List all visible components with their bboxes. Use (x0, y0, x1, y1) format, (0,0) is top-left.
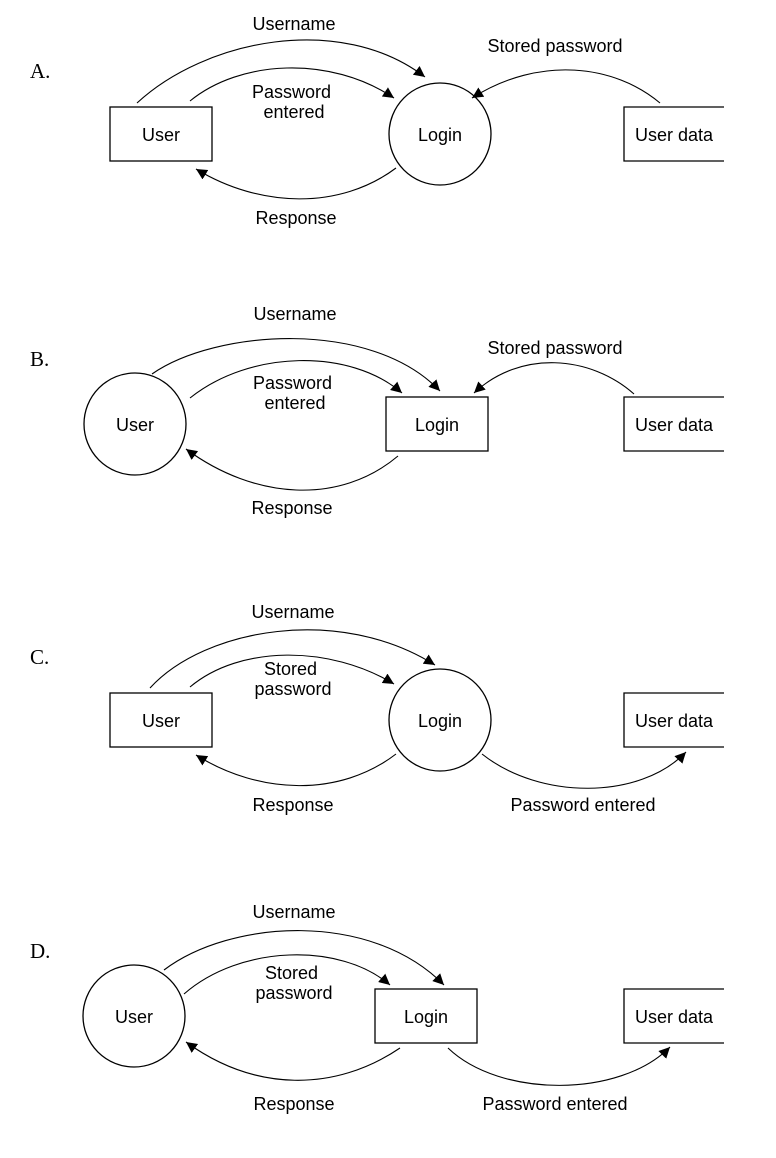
option-c-store-arrow (481, 751, 687, 789)
option-c: C. User Login User data Username Stored … (30, 602, 724, 815)
option-c-username-arrow (149, 629, 436, 689)
option-b-inner-arrow (189, 360, 403, 399)
option-d-username-text: Username (252, 902, 335, 922)
option-b-response-text: Response (251, 498, 332, 518)
option-a-label: A. (30, 59, 50, 83)
option-d-store-text: User data (635, 1007, 714, 1027)
option-b-store-text: User data (635, 415, 714, 435)
option-c-inner-line-1: Stored (264, 659, 317, 679)
option-d-response-arrow (185, 1041, 401, 1081)
option-c-store-node (623, 692, 724, 748)
option-a-inner-line-2: entered (263, 102, 324, 122)
option-d-inner-arrow (183, 954, 391, 995)
option-b-inner-line-2: entered (264, 393, 325, 413)
option-c-inner-line-2: password (254, 679, 331, 699)
option-d-username-arrow (163, 930, 445, 986)
option-a-username-arrow (136, 39, 426, 104)
option-a-response-text: Response (255, 208, 336, 228)
option-c-label: C. (30, 645, 49, 669)
option-d-user-text: User (115, 1007, 153, 1027)
option-b-store-node (623, 396, 724, 452)
option-d: D. User Login User data Username Stored … (30, 902, 724, 1114)
option-b: B. User Login User data Username Passwor… (30, 304, 724, 518)
option-d-inner-line-1: Stored (265, 963, 318, 983)
option-a-login-node (388, 82, 492, 186)
option-d-store-arrow (447, 1046, 671, 1086)
option-b-login-text: Login (415, 415, 459, 435)
option-b-store-arrow (473, 362, 635, 395)
option-c-user-node (109, 692, 213, 748)
option-b-inner-text: Password entered (253, 373, 337, 413)
option-c-login-node (388, 668, 492, 772)
option-a-store-text: User data (635, 125, 714, 145)
option-c-login-text: Login (418, 711, 462, 731)
option-b-user-text: User (116, 415, 154, 435)
option-c-inner-arrow (189, 654, 395, 688)
option-c-store-flow-text: Password entered (510, 795, 655, 815)
option-a-store-node (623, 106, 724, 162)
option-a: A. User Login User data Username Passwor… (30, 14, 724, 228)
option-a-username-text: Username (252, 14, 335, 34)
option-b-username-text: Username (253, 304, 336, 324)
option-d-login-text: Login (404, 1007, 448, 1027)
option-c-user-text: User (142, 711, 180, 731)
option-d-inner-text: Stored password (255, 963, 332, 1003)
option-d-label: D. (30, 939, 50, 963)
option-c-store-text: User data (635, 711, 714, 731)
option-a-inner-text: Password entered (252, 82, 336, 122)
option-b-label: B. (30, 347, 49, 371)
option-b-login-node (385, 396, 489, 452)
option-a-user-node (109, 106, 213, 162)
option-b-user-node (83, 372, 187, 476)
option-a-login-text: Login (418, 125, 462, 145)
option-d-user-node (82, 964, 186, 1068)
option-c-inner-text: Stored password (254, 659, 331, 699)
option-a-inner-line-1: Password (252, 82, 331, 102)
option-d-login-node (374, 988, 478, 1044)
option-d-inner-line-2: password (255, 983, 332, 1003)
option-b-username-arrow (151, 338, 441, 392)
option-c-response-arrow (195, 753, 397, 787)
option-c-username-text: Username (251, 602, 334, 622)
option-a-inner-arrow (189, 67, 395, 102)
option-d-response-text: Response (253, 1094, 334, 1114)
option-a-store-arrow (471, 69, 661, 104)
option-c-response-text: Response (252, 795, 333, 815)
option-b-response-arrow (185, 448, 399, 491)
option-b-store-flow-text: Stored password (487, 338, 622, 358)
option-d-store-node (623, 988, 724, 1044)
option-a-user-text: User (142, 125, 180, 145)
option-d-store-flow-text: Password entered (482, 1094, 627, 1114)
option-a-response-arrow (195, 167, 397, 200)
option-a-store-flow-text: Stored password (487, 36, 622, 56)
option-b-inner-line-1: Password (253, 373, 332, 393)
